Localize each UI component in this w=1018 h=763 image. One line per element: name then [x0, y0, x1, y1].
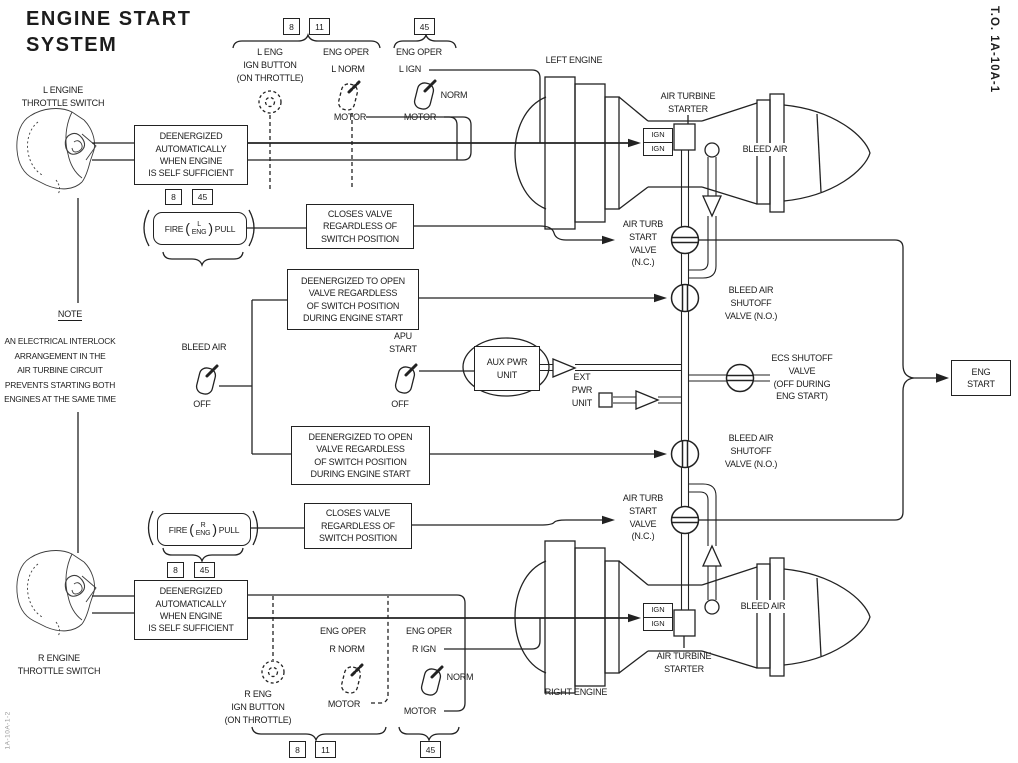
ecs-shutoff-valve-icon: [725, 363, 755, 393]
motor-label-1: MOTOR: [333, 112, 367, 122]
air-turb-start-valve-label-2: AIR TURB START VALVE (N.C.): [622, 493, 664, 542]
r-ign-button-label: R ENG IGN BUTTON (ON THROTTLE): [224, 689, 292, 725]
right-throttle-grip-icon: [16, 549, 97, 637]
apu-start-switch-icon: [392, 363, 418, 397]
ext-pwr-connector-icon: [598, 392, 613, 408]
bleed-air-switch-icon: [193, 364, 219, 398]
l-ign-button-label: L ENG IGN BUTTON (ON THROTTLE): [236, 47, 304, 83]
bleed-air-switch-label: BLEED AIR: [181, 342, 227, 352]
l-throttle-label: L ENGINE THROTTLE SWITCH: [21, 85, 105, 108]
eng-oper-label-3: ENG OPER: [320, 626, 366, 636]
bleed-air-shutoff-valve-label-1: BLEED AIR SHUTOFF VALVE (N.O.): [724, 285, 778, 321]
bleed-air-off-label: OFF: [193, 399, 211, 409]
ecs-shutoff-valve-label: ECS SHUTOFF VALVE (OFF DURING ENG START): [771, 353, 833, 402]
eng-start-box: ENG START: [951, 360, 1011, 396]
ref-box-45-mid-top: 45: [192, 189, 213, 205]
closes-valve-box-1: CLOSES VALVE REGARDLESS OF SWITCH POSITI…: [306, 204, 414, 249]
closes-valve-box-2: CLOSES VALVE REGARDLESS OF SWITCH POSITI…: [304, 503, 412, 549]
eng-oper-label-1: ENG OPER: [323, 47, 369, 57]
eng-oper-r-norm-switch-icon: [338, 663, 364, 697]
bleed-air-shutoff-valve-2-icon: [670, 439, 700, 469]
bleed-air-ducts: [538, 150, 770, 610]
air-turbine-starter-top: [673, 123, 696, 151]
air-turbine-starter-bottom: [673, 609, 696, 637]
to-number: T.O. 1A-10A-1: [988, 6, 1000, 94]
apu-off-label: OFF: [391, 399, 409, 409]
left-engine-label: LEFT ENGINE: [545, 55, 603, 65]
r-norm-label: R NORM: [329, 644, 365, 654]
apu-start-label: APU START: [389, 331, 417, 354]
l-ign-button-icon: [258, 90, 282, 114]
ref-box-45: 45: [414, 18, 435, 35]
motor-label-3: MOTOR: [327, 699, 361, 709]
deenergized-auto-box-2: DEENERGIZED AUTOMATICALLY WHEN ENGINE IS…: [134, 580, 248, 640]
air-turbine-starter-label-1: AIR TURBINE STARTER: [660, 91, 716, 114]
ext-pwr-unit-label: EXT PWR UNIT: [571, 372, 593, 408]
flow-arrow-down-icon: [701, 195, 723, 218]
eng-start-circuit: [699, 239, 936, 521]
bleed-air-label-2: BLEED AIR: [730, 600, 796, 613]
note-title: NOTE: [57, 309, 83, 321]
norm-label-2: NORM: [446, 672, 474, 682]
ref-box-8-bottom: 8: [289, 741, 306, 758]
deenergized-open-box-2: DEENERGIZED TO OPEN VALVE REGARDLESS OF …: [291, 426, 430, 485]
bleed-air-shutoff-valve-1-icon: [670, 283, 700, 313]
r-ign-button-icon: [261, 660, 285, 684]
right-engine-label: RIGHT ENGINE: [544, 687, 608, 697]
ref-box-11-bottom: 11: [315, 741, 336, 758]
eng-oper-label-2: ENG OPER: [396, 47, 442, 57]
air-turb-start-valve-1-icon: [670, 225, 700, 255]
left-throttle-grip-icon: [16, 107, 97, 195]
apu-outline: [462, 337, 550, 397]
deenergized-auto-box-1: DEENERGIZED AUTOMATICALLY WHEN ENGINE IS…: [134, 125, 248, 185]
ref-box-45-bottom: 45: [420, 741, 441, 758]
page-title: ENGINE START SYSTEM: [26, 8, 192, 56]
l-norm-label: L NORM: [331, 64, 365, 74]
ref-box-8-mid-top: 8: [165, 189, 182, 205]
eng-oper-label-4: ENG OPER: [406, 626, 452, 636]
ref-box-11: 11: [309, 18, 330, 35]
l-ign-label: L IGN: [398, 64, 422, 74]
air-turb-start-valve-label-1: AIR TURB START VALVE (N.C.): [622, 219, 664, 268]
ext-pwr-flow-arrow-icon: [635, 390, 660, 410]
bleed-air-shutoff-valve-label-2: BLEED AIR SHUTOFF VALVE (N.O.): [724, 433, 778, 469]
r-ign-label: R IGN: [411, 644, 436, 654]
norm-label-1: NORM: [440, 90, 468, 100]
apu-flow-arrow-icon: [552, 358, 577, 378]
eng-oper-r-ign-switch-icon: [418, 665, 444, 699]
motor-label-2: MOTOR: [403, 112, 437, 122]
air-turb-start-valve-2-icon: [670, 505, 700, 535]
r-throttle-label: R ENGINE THROTTLE SWITCH: [17, 653, 101, 676]
ref-box-45-mid-bottom: 45: [194, 562, 215, 578]
eng-oper-l-norm-switch-icon: [335, 80, 361, 114]
note-body: AN ELECTRICAL INTERLOCK ARRANGEMENT IN T…: [4, 336, 116, 404]
bleed-air-label-1: BLEED AIR: [732, 143, 798, 156]
flow-arrow-up-icon: [701, 544, 723, 567]
eng-oper-l-ign-switch-icon: [411, 79, 437, 113]
figure-code: 1A-10A-1-2: [4, 711, 12, 750]
signal-arrowheads: [602, 138, 949, 623]
reference-braces: [232, 32, 460, 743]
air-turbine-starter-label-2: AIR TURBINE STARTER: [656, 651, 712, 674]
ref-box-8-mid-bottom: 8: [167, 562, 184, 578]
ref-box-8: 8: [283, 18, 300, 35]
deenergized-open-box-1: DEENERGIZED TO OPEN VALVE REGARDLESS OF …: [287, 269, 419, 330]
aux-pwr-unit-box: AUX PWR UNIT: [474, 346, 540, 391]
motor-label-4: MOTOR: [403, 706, 437, 716]
